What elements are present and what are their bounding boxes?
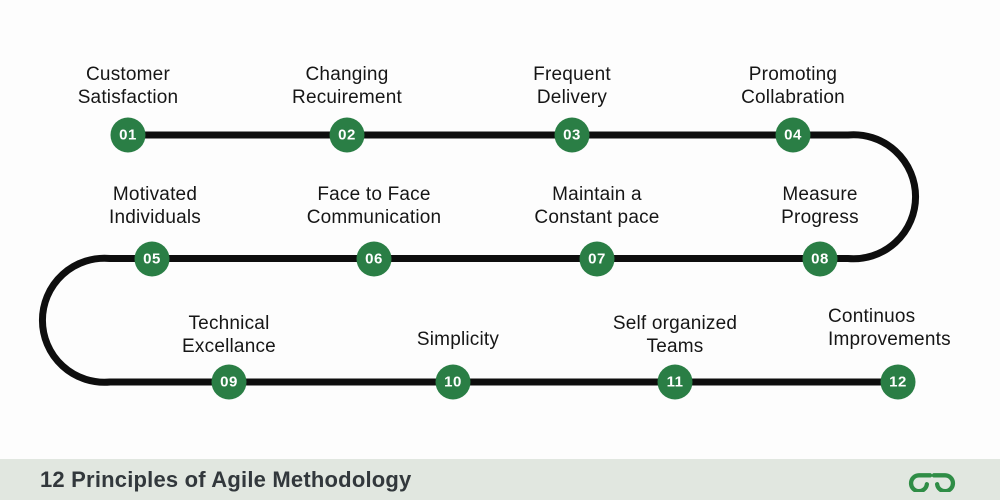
step-node-08: 08 [802,241,838,276]
step-node-09: 09 [211,364,247,400]
step-label-line: Frequent [533,64,611,85]
step-number: 02 [338,126,356,144]
step-label-line: Communication [306,207,442,228]
step-node-12: 12 [880,364,916,400]
step-node-04: 04 [775,117,811,153]
step-label-line: Constant pace [534,207,660,228]
step-number: 03 [563,126,581,144]
step-label-line: Technical [188,313,270,334]
step-label-line: Improvements [828,329,951,350]
footer-bar: 12 Principles of Agile Methodology [0,459,1000,500]
logo-right-g [931,472,956,492]
step-node-01: 01 [110,117,146,153]
step-number: 05 [143,250,161,267]
page-title: 12 Principles of Agile Methodology [40,466,412,492]
step-label-line: Teams [646,336,704,357]
step-node-07: 07 [579,241,615,276]
step-number: 06 [365,250,383,267]
step-node-11: 11 [657,364,693,400]
step-label-line: Measure [782,184,858,205]
step-label-line: Collabration [741,87,845,108]
step-number: 09 [220,373,238,391]
step-label-line: Maintain a [552,184,642,205]
step-label-line: Self organized [612,313,738,334]
step-number: 12 [889,373,907,391]
step-label-line: Face to Face [317,184,431,205]
step-label-line: Changing [305,64,389,85]
step-label-line: Individuals [109,207,201,228]
step-node-03: 03 [554,117,590,153]
step-label-line: Recuirement [292,87,402,108]
step-number: 10 [444,373,462,391]
step-label-line: Promoting [748,64,838,85]
step-number: 01 [119,126,137,144]
step-node-02: 02 [329,117,365,153]
step-label-line: Excellance [182,336,276,357]
step-label-line: Simplicity [416,329,500,350]
step-label-line: Progress [781,207,859,228]
step-node-06: 06 [356,241,392,276]
step-number: 07 [588,250,606,267]
step-number: 11 [666,373,684,391]
step-label-line: Customer [86,64,170,85]
snake-connector-line [38,131,920,386]
step-label-10: Simplicity [348,328,568,351]
step-number: 08 [811,250,829,267]
step-label-line: Satisfaction [77,87,179,108]
step-node-05: 05 [134,241,170,276]
logo-left-g [908,472,933,492]
geeksforgeeks-logo [908,472,956,492]
step-number: 04 [784,126,802,144]
step-label-line: Delivery [536,87,608,108]
step-label-line: Motivated [112,184,198,205]
step-label-line: Continuos [828,306,916,327]
step-node-10: 10 [435,364,471,400]
